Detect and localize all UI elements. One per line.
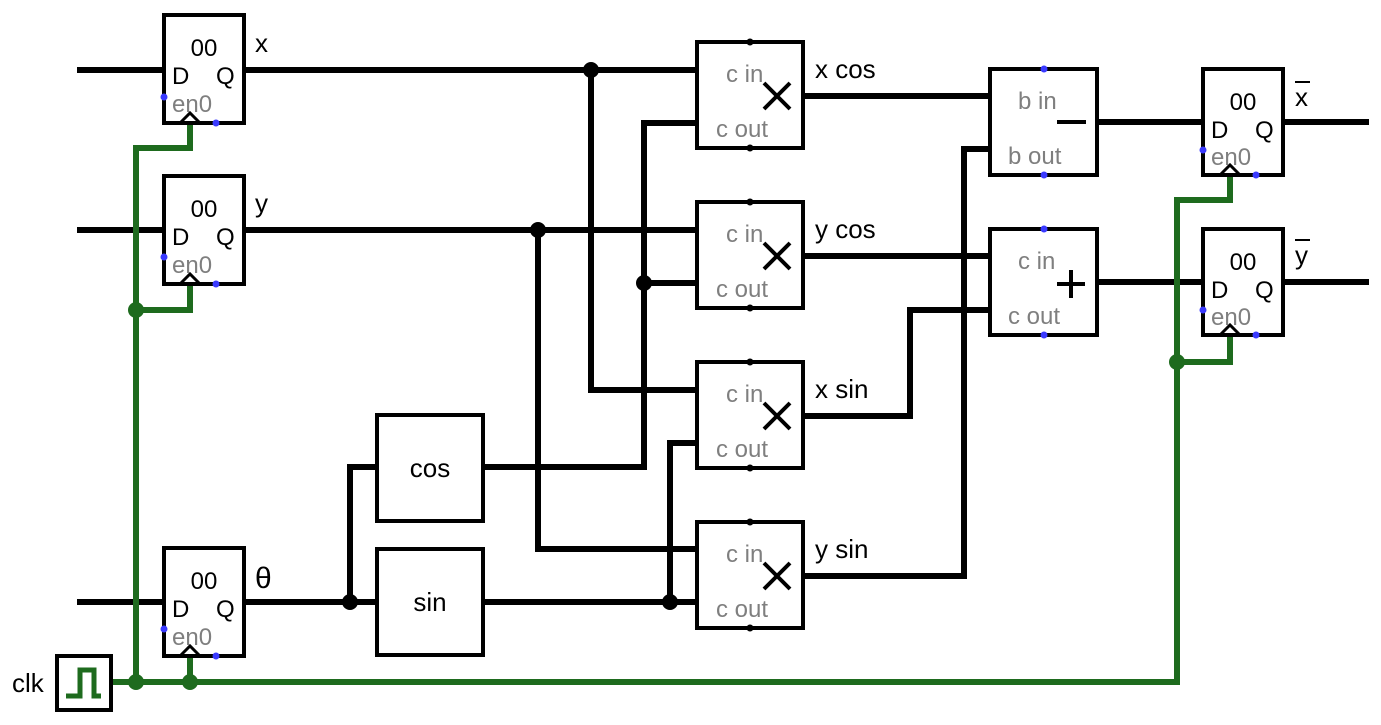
sin-label: sin — [413, 587, 446, 617]
c-out-label: c out — [716, 116, 768, 143]
register-q-label: Q — [1255, 277, 1274, 304]
c-out-label: c out — [716, 436, 768, 463]
register-output-label: y — [255, 188, 268, 218]
register-output-label: θ — [255, 562, 272, 595]
c-in-label: c in — [726, 61, 763, 88]
register-output-label: x — [1295, 82, 1308, 112]
register-x-bar[interactable]: 00 D Q en0 x — [1199, 67, 1311, 179]
multiplier-output-label: x cos — [815, 54, 876, 84]
register-output-label: y — [1295, 240, 1308, 270]
register-q-label: Q — [216, 224, 235, 251]
c-out-label: c out — [1008, 303, 1060, 330]
c-in-label: c in — [726, 541, 763, 568]
multiply-icon — [762, 561, 792, 591]
clock-triangle-icon — [178, 110, 202, 125]
register-d-label: D — [1211, 117, 1228, 144]
clock-triangle-icon — [1218, 162, 1242, 177]
c-in-label: c in — [726, 381, 763, 408]
clock-label: clk — [12, 668, 45, 698]
register-q-label: Q — [216, 596, 235, 623]
register-d-label: D — [172, 596, 189, 623]
multiply-icon — [762, 81, 792, 111]
register-x[interactable]: 00 D Q en0 x — [160, 13, 269, 127]
register-q-label: Q — [216, 63, 235, 90]
subtractor[interactable]: b in b out — [988, 65, 1099, 179]
register-d-label: D — [172, 224, 189, 251]
multiplier-output-label: x sin — [815, 374, 868, 404]
c-in-label: c in — [1018, 248, 1055, 275]
clock-triangle-icon — [178, 271, 202, 286]
clock-source[interactable]: clk — [12, 654, 113, 712]
register-y[interactable]: 00 D Q en0 y — [160, 174, 269, 288]
adder[interactable]: c in c out — [988, 225, 1099, 339]
b-in-label: b in — [1018, 88, 1057, 115]
register-y-bar[interactable]: 00 D Q en0 y — [1199, 227, 1311, 339]
register-q-label: Q — [1255, 117, 1274, 144]
plus-icon — [1057, 270, 1085, 298]
junctions — [128, 62, 1185, 690]
clock-triangle-icon — [178, 643, 202, 658]
register-d-label: D — [1211, 277, 1228, 304]
multiply-icon — [762, 241, 792, 271]
multiplier-y-sin[interactable]: c in c out y sin — [695, 518, 868, 632]
multiply-icon — [762, 401, 792, 431]
register-theta[interactable]: 00 D Q en0 θ — [160, 546, 272, 660]
multiplier-x-sin[interactable]: c in c out x sin — [695, 358, 868, 472]
register-value: 00 — [191, 196, 218, 223]
clock-wave-icon — [66, 667, 101, 699]
c-out-label: c out — [716, 596, 768, 623]
clock-triangle-icon — [1218, 322, 1242, 337]
sin-block[interactable]: sin — [375, 547, 485, 657]
register-value: 00 — [191, 568, 218, 595]
data-wires — [77, 67, 1369, 605]
register-output-label: x — [255, 28, 268, 58]
clock-wires — [111, 118, 1233, 685]
multiplier-y-cos[interactable]: c in c out y cos — [695, 198, 876, 312]
register-d-label: D — [172, 63, 189, 90]
register-value: 00 — [1230, 249, 1257, 276]
multiplier-output-label: y sin — [815, 534, 868, 564]
cos-block[interactable]: cos — [375, 413, 485, 523]
c-in-label: c in — [726, 221, 763, 248]
register-value: 00 — [191, 35, 218, 62]
multiplier-x-cos[interactable]: c in c out x cos — [695, 38, 876, 152]
register-value: 00 — [1230, 89, 1257, 116]
multiplier-output-label: y cos — [815, 214, 876, 244]
b-out-label: b out — [1008, 143, 1062, 170]
c-out-label: c out — [716, 276, 768, 303]
cos-label: cos — [410, 453, 450, 483]
